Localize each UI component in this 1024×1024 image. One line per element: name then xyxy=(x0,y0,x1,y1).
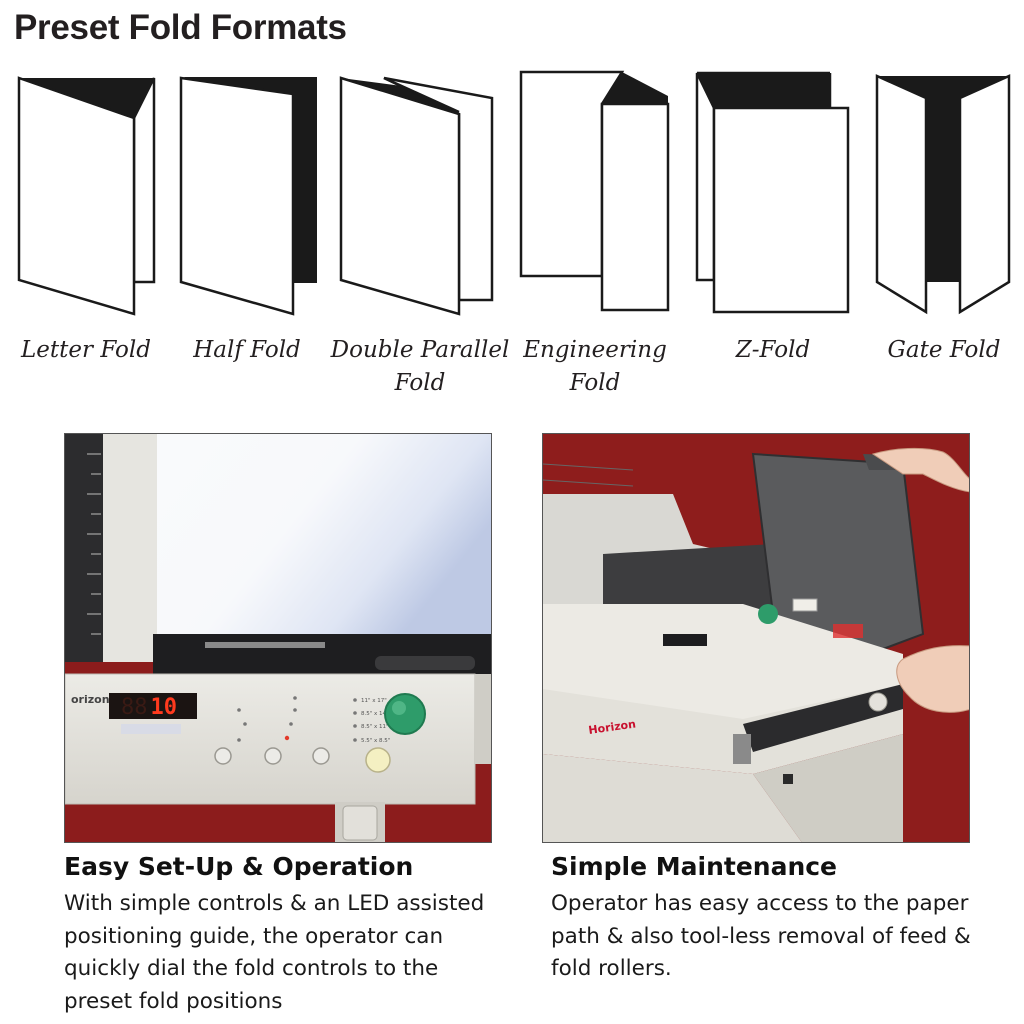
maintenance-photo: Horizon xyxy=(542,433,970,843)
size-option-3: 8.5" x 11" xyxy=(361,724,389,730)
page-title: Preset Fold Formats xyxy=(14,8,347,47)
z-fold-icon xyxy=(695,71,850,314)
half-fold-icon xyxy=(179,76,317,316)
letter-fold-icon xyxy=(17,76,156,316)
svg-text:88: 88 xyxy=(121,695,148,720)
fold-label-half: Half Fold xyxy=(193,337,301,363)
fold-select-button-2[interactable] xyxy=(264,747,282,765)
feature-body-setup: With simple controls & an LED assisted p… xyxy=(64,891,485,1014)
size-option-1: 11" x 17" xyxy=(361,698,387,704)
gate-fold-icon xyxy=(875,74,1011,315)
start-button[interactable] xyxy=(384,693,426,735)
feature-heading-setup: Easy Set-Up & Operation xyxy=(64,852,414,881)
led-display: 10 xyxy=(151,695,178,720)
size-option-4: 5.5" x 8.5" xyxy=(361,738,390,744)
fold-label-engineering: Engineering Fold xyxy=(523,337,667,396)
fold-label-double-parallel: Double Parallel Fold xyxy=(330,337,510,396)
size-option-2: 8.5" x 14" xyxy=(361,711,389,717)
feature-body-maintenance: Operator has easy access to the paper pa… xyxy=(551,891,971,981)
brand-logo: orizon xyxy=(71,693,110,706)
fold-label-letter: Letter Fold xyxy=(21,337,151,363)
engineering-fold-icon xyxy=(519,70,670,312)
control-panel-photo: orizon 10 88 11" x 17" 8.5" x 14" 8.5" x… xyxy=(64,433,492,843)
fold-label-gate: Gate Fold xyxy=(887,337,1001,363)
fold-label-z: Z-Fold xyxy=(735,337,811,363)
stop-button[interactable] xyxy=(365,747,391,773)
feature-heading-maintenance: Simple Maintenance xyxy=(551,852,838,881)
double-parallel-fold-icon xyxy=(339,76,494,316)
fold-select-button-3[interactable] xyxy=(312,747,330,765)
fold-select-button-1[interactable] xyxy=(214,747,232,765)
